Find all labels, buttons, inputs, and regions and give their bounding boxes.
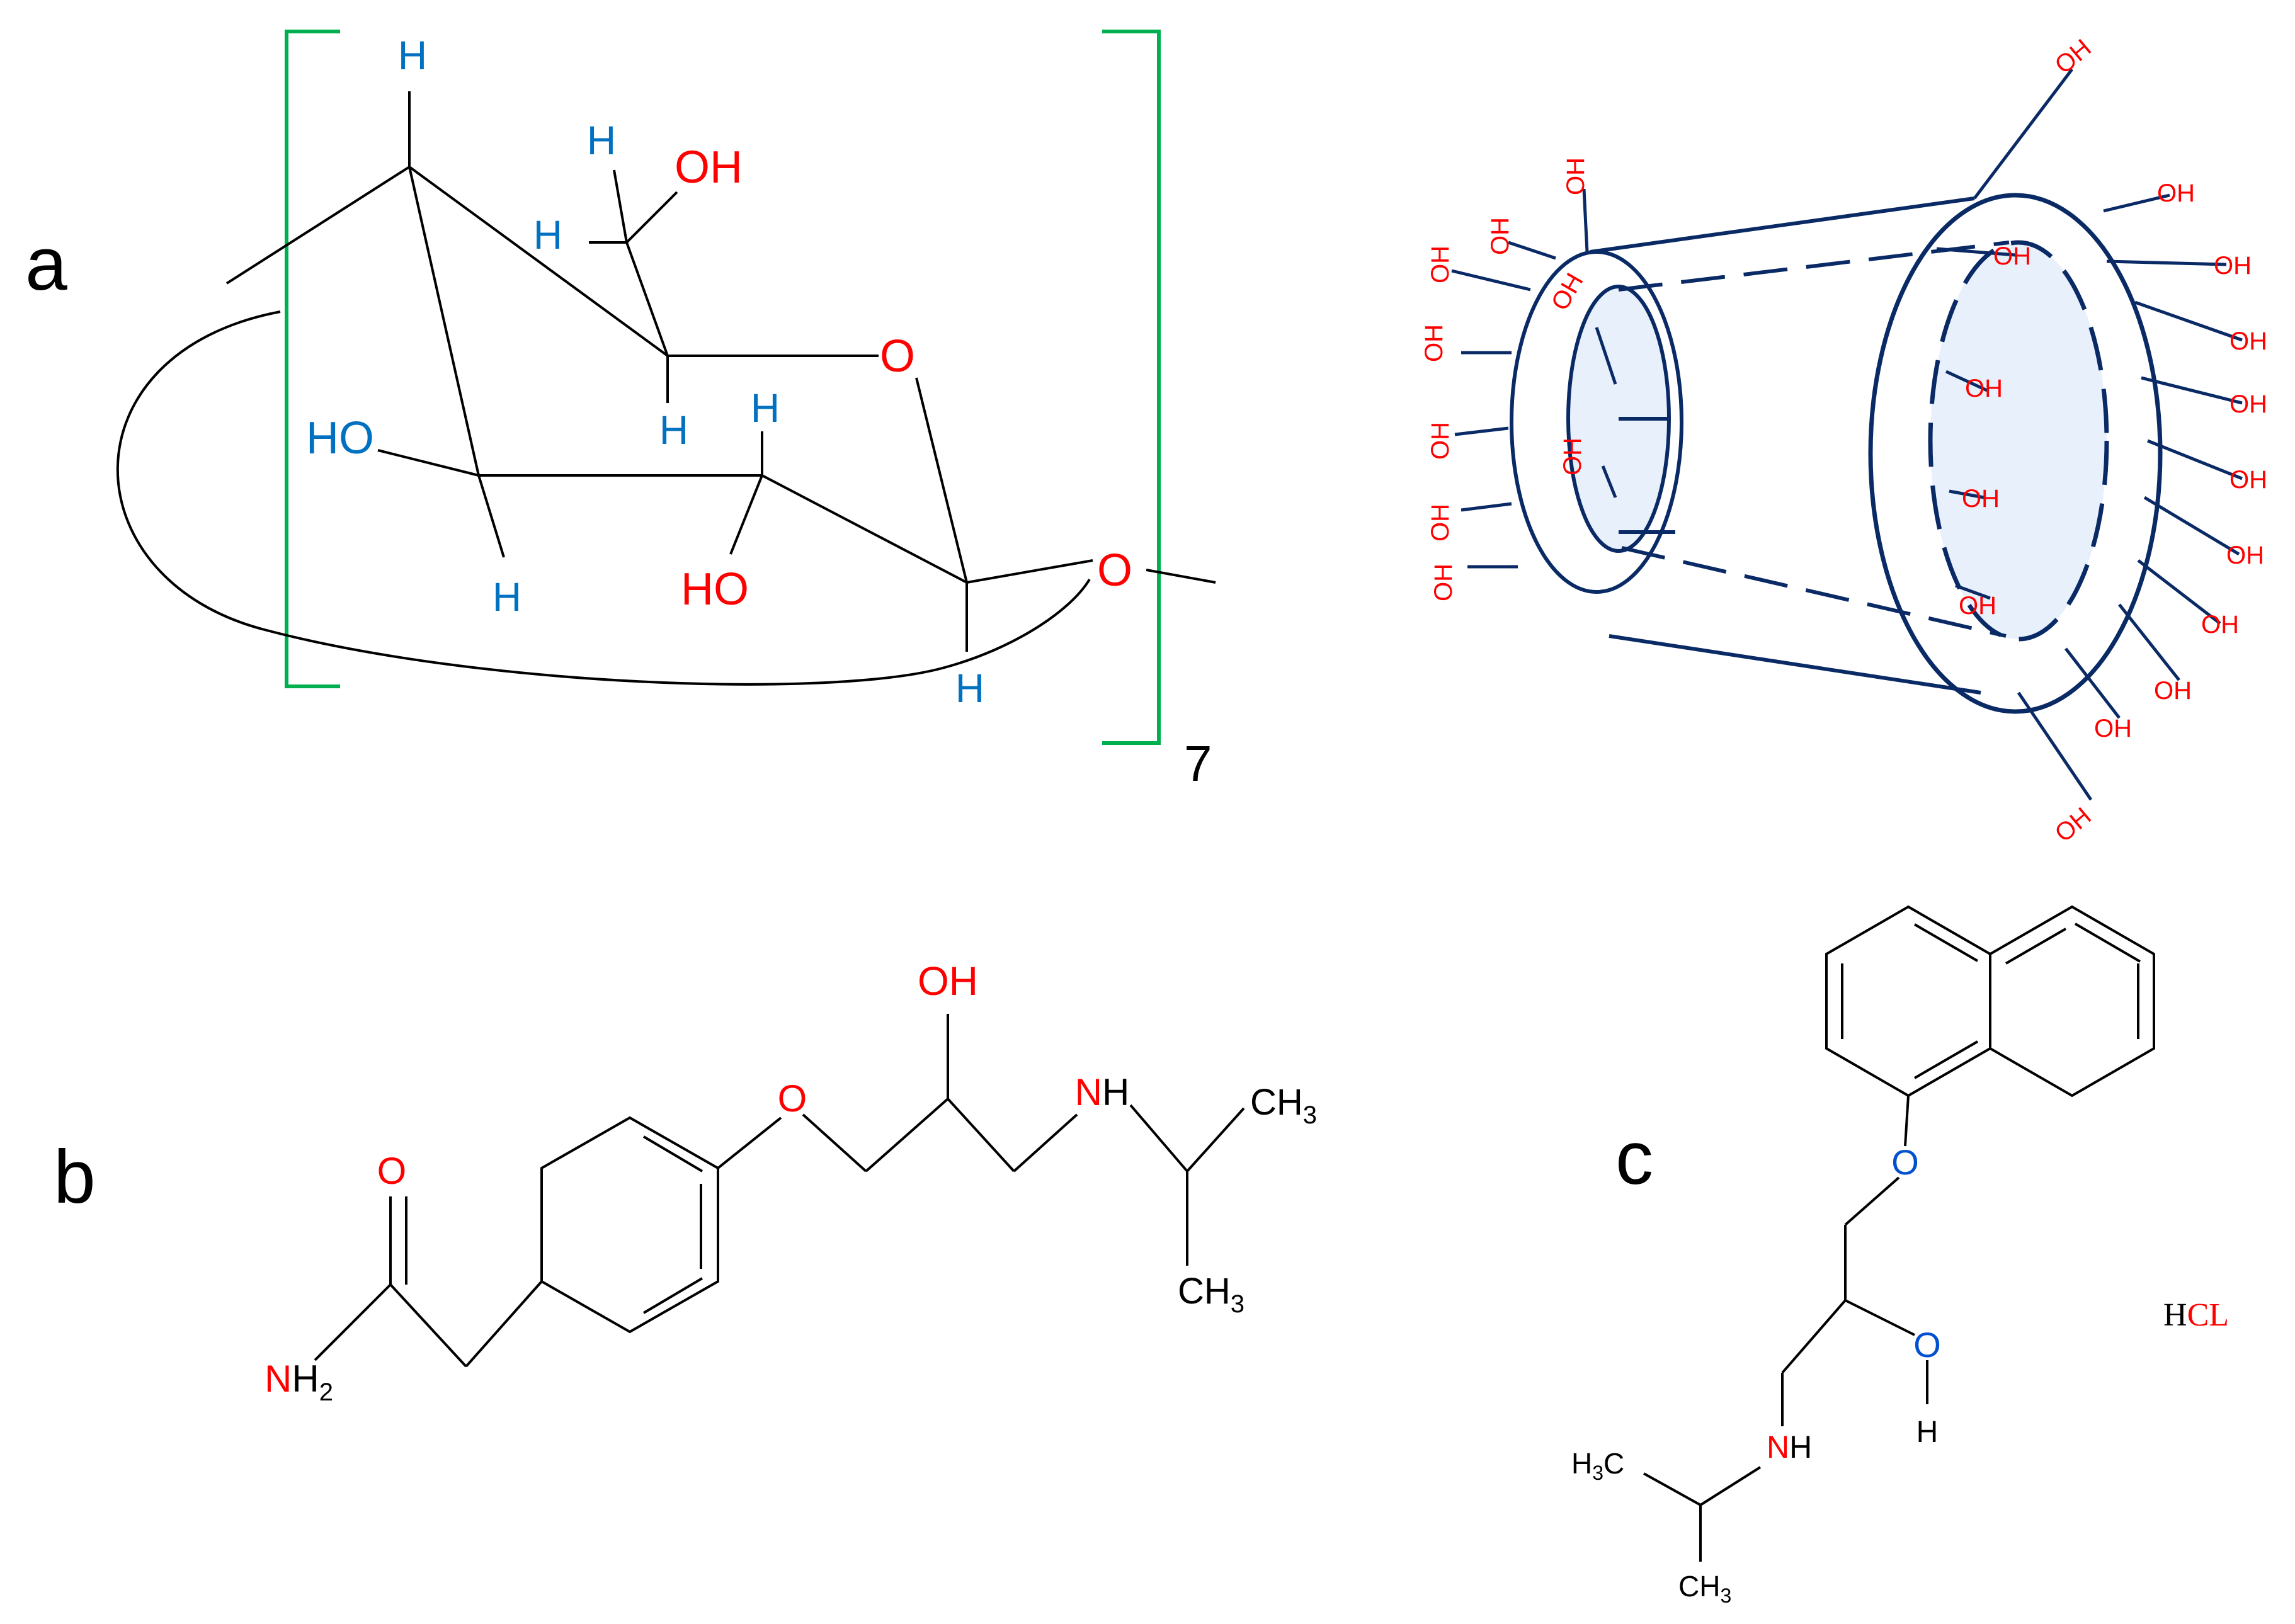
atom-oh-ch2: OH: [675, 142, 743, 193]
hydroxyl-bond: [1601, 465, 1617, 498]
hydroxyl-bond: [1595, 327, 1617, 385]
hydroxyl-label: OH: [1959, 592, 1996, 620]
atom-h-c5: H: [659, 407, 688, 453]
hydroxyl-label: OH: [1993, 242, 2031, 270]
atom-h-c1: H: [955, 666, 984, 711]
hydroxyl-label: OH: [1427, 246, 1454, 283]
hydroxyl-bond: [1582, 188, 1589, 253]
atom-oh-b: OH: [918, 958, 978, 1004]
panel-b-molecule: b OH O NH: [54, 958, 1317, 1406]
hydroxyl-label: OH: [1962, 485, 2000, 513]
hydroxyl-bond: [1454, 426, 1509, 436]
hydroxyl-bond: [1945, 370, 1988, 392]
hydroxyl-label: OH: [2230, 390, 2267, 418]
repeat-count: 7: [1184, 735, 1212, 792]
hydroxyl-label: OH: [1562, 157, 1590, 195]
hydroxyl-label: OH: [2154, 677, 2192, 705]
hydroxyl-bond: [2103, 193, 2170, 213]
hydroxyl-bond: [1508, 241, 1556, 260]
hcl-salt-label: HCL: [2163, 1297, 2229, 1333]
hydroxyl-bond: [1451, 269, 1531, 292]
panel-b-bonds: [314, 1014, 1245, 1368]
hydroxyl-bond: [2017, 691, 2093, 801]
cone-large-rim-inner: [1928, 240, 2109, 642]
hydroxyl-bond: [1973, 68, 2073, 200]
atom-nh2-b: NH2: [265, 1358, 333, 1406]
atom-h-c2: H: [493, 574, 521, 620]
hydroxyl-label: OH: [2157, 179, 2195, 207]
atom-ho-c3: HO: [681, 564, 749, 615]
atom-hydroxyl-h-c: H: [1916, 1416, 1939, 1449]
cyclodextrin-cone: OH OH OH OH OH OH OH OH OH OH OH OH OH OH OH OH OH OH OH OH…: [1420, 34, 2267, 848]
hydroxyl-label: OH: [2214, 252, 2252, 280]
atom-h-ch2: H: [587, 118, 616, 163]
panel-a-repeat-unit: a 7: [25, 30, 1216, 792]
panel-c-bonds: [1643, 905, 2155, 1562]
atom-carbonyl-o-b: O: [377, 1150, 407, 1192]
atom-ch3-bottom-c: CH3: [1678, 1570, 1731, 1607]
atom-ether-o-b: O: [778, 1077, 807, 1120]
hydroxyl-label: OH: [1427, 504, 1454, 542]
hydroxyl-label: OH: [1430, 564, 1457, 601]
right-bracket: [1102, 30, 1161, 745]
macrocycle-ring-arc: [116, 310, 1091, 686]
hydroxyl-bond: [2106, 259, 2227, 266]
atom-nh-c: NH: [1767, 1429, 1812, 1465]
hydroxyl-bond: [2143, 496, 2240, 556]
atom-glyco-o: O: [1097, 545, 1132, 596]
hydroxyl-label: OH: [2230, 327, 2267, 355]
atom-ether-o-c: O: [1891, 1142, 1919, 1182]
atom-nh-b: NH: [1075, 1071, 1130, 1113]
hydroxyl-bond: [1949, 489, 1985, 499]
atom-hydroxyl-o-c: O: [1913, 1325, 1941, 1365]
hydroxyl-label: OH: [2050, 802, 2097, 848]
hydroxyl-label: OH: [1965, 375, 2003, 402]
hydroxyl-bond: [1936, 247, 2016, 257]
atom-ch3-left-c: H3C: [1571, 1447, 1624, 1484]
atom-h-c3: H: [751, 385, 780, 431]
hydroxyl-bond: [2147, 439, 2243, 480]
atom-h-ch: H: [533, 212, 562, 258]
panel-c-molecule: c O O H NH: [1571, 905, 2229, 1607]
hydroxyl-label: OH: [2201, 611, 2239, 639]
hydroxyl-label: OH: [1427, 422, 1454, 460]
atom-ho-c2: HO: [306, 413, 374, 463]
atom-ch3-bottom-b: CH3: [1178, 1271, 1244, 1318]
panel-label-a: a: [25, 222, 67, 306]
hydroxyl-bond: [2137, 559, 2221, 625]
hydroxyl-bond: [1955, 584, 1991, 600]
hydroxyl-label: OH: [1559, 438, 1586, 475]
hydroxyl-label: OH: [2094, 715, 2132, 742]
atom-h-top: H: [398, 33, 427, 78]
atom-ch3-top-b: CH3: [1250, 1082, 1317, 1129]
panel-a-bonds: [225, 91, 1216, 652]
cone-walls: [1590, 196, 2010, 695]
left-bracket: [285, 30, 340, 688]
panel-label-c: c: [1615, 1116, 1653, 1200]
hydroxyl-bond: [2118, 603, 2180, 681]
hydroxyl-label: OH: [2226, 542, 2264, 569]
atom-ring-o: O: [880, 331, 915, 382]
hydroxyl-label: OH: [2230, 466, 2267, 494]
hydroxyl-bond: [2134, 300, 2243, 342]
hydroxyl-bond: [2141, 376, 2243, 405]
hydroxyl-label: OH: [1420, 324, 1448, 362]
panel-label-b: b: [54, 1135, 96, 1219]
hydroxyl-label: OH: [2050, 34, 2097, 79]
hydroxyl-bond: [2064, 647, 2121, 719]
hydroxyl-label: OH: [1486, 217, 1514, 255]
hydroxyl-bond: [1461, 502, 1512, 512]
